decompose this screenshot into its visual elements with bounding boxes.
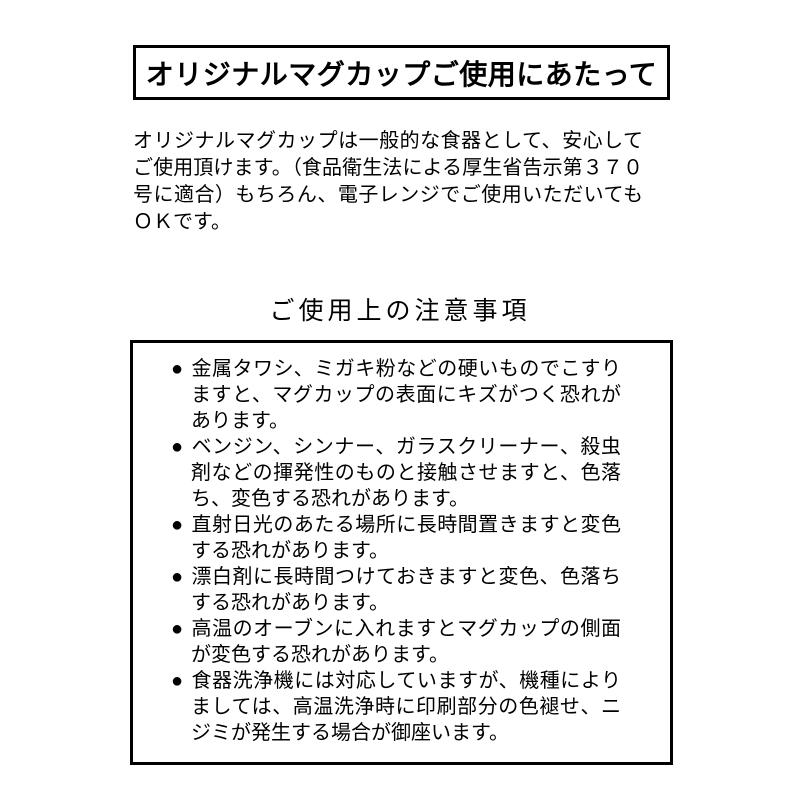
intro-paragraph: オリジナルマグカップは一般的な食器として、安心してご使用頂けます。（食品衛生法に… <box>133 130 643 233</box>
title-box: オリジナルマグカップご使用にあたって <box>133 45 670 100</box>
bullet-icon: ● <box>171 618 184 640</box>
caution-item: ● 金属タワシ、ミガキ粉などの硬いものでこすりますと、マグカップの表面にキズがつく… <box>171 356 621 434</box>
caution-item: ● 食器洗浄機には対応していますが、機種によりましては、高温洗浄時に印刷部分の色褪… <box>171 668 621 746</box>
caution-item-text: 金属タワシ、ミガキ粉などの硬いものでこすりますと、マグカップの表面にキズがつく恐… <box>191 358 621 432</box>
caution-item-text: ベンジン、シンナー、ガラスクリーナー、殺虫剤などの揮発性のものと接触させますと、… <box>191 436 621 510</box>
section-heading: ご使用上の注意事項 <box>269 297 531 325</box>
caution-item: ● 高温のオーブンに入れますとマグカップの側面が変色する恐れがあります。 <box>171 616 621 668</box>
caution-box: ● 金属タワシ、ミガキ粉などの硬いものでこすりますと、マグカップの表面にキズがつく… <box>130 340 673 765</box>
caution-item: ● 漂白剤に長時間つけておきますと変色、色落ちする恐れがあります。 <box>171 564 621 616</box>
caution-item-text: 直射日光のあたる場所に長時間置きますと変色する恐れがあります。 <box>191 514 621 562</box>
caution-item: ● ベンジン、シンナー、ガラスクリーナー、殺虫剤などの揮発性のものと接触させますと… <box>171 434 621 512</box>
bullet-icon: ● <box>171 670 184 692</box>
caution-item-text: 漂白剤に長時間つけておきますと変色、色落ちする恐れがあります。 <box>191 566 621 614</box>
caution-item-text: 高温のオーブンに入れますとマグカップの側面が変色する恐れがあります。 <box>191 618 621 666</box>
bullet-icon: ● <box>171 436 184 458</box>
caution-list: ● 金属タワシ、ミガキ粉などの硬いものでこすりますと、マグカップの表面にキズがつく… <box>171 356 660 746</box>
caution-item: ● 直射日光のあたる場所に長時間置きますと変色する恐れがあります。 <box>171 512 621 564</box>
page-title: オリジナルマグカップご使用にあたって <box>145 58 658 90</box>
bullet-icon: ● <box>171 514 184 536</box>
caution-item-text: 食器洗浄機には対応していますが、機種によりましては、高温洗浄時に印刷部分の色褪せ… <box>191 670 621 744</box>
bullet-icon: ● <box>171 358 184 380</box>
bullet-icon: ● <box>171 566 184 588</box>
